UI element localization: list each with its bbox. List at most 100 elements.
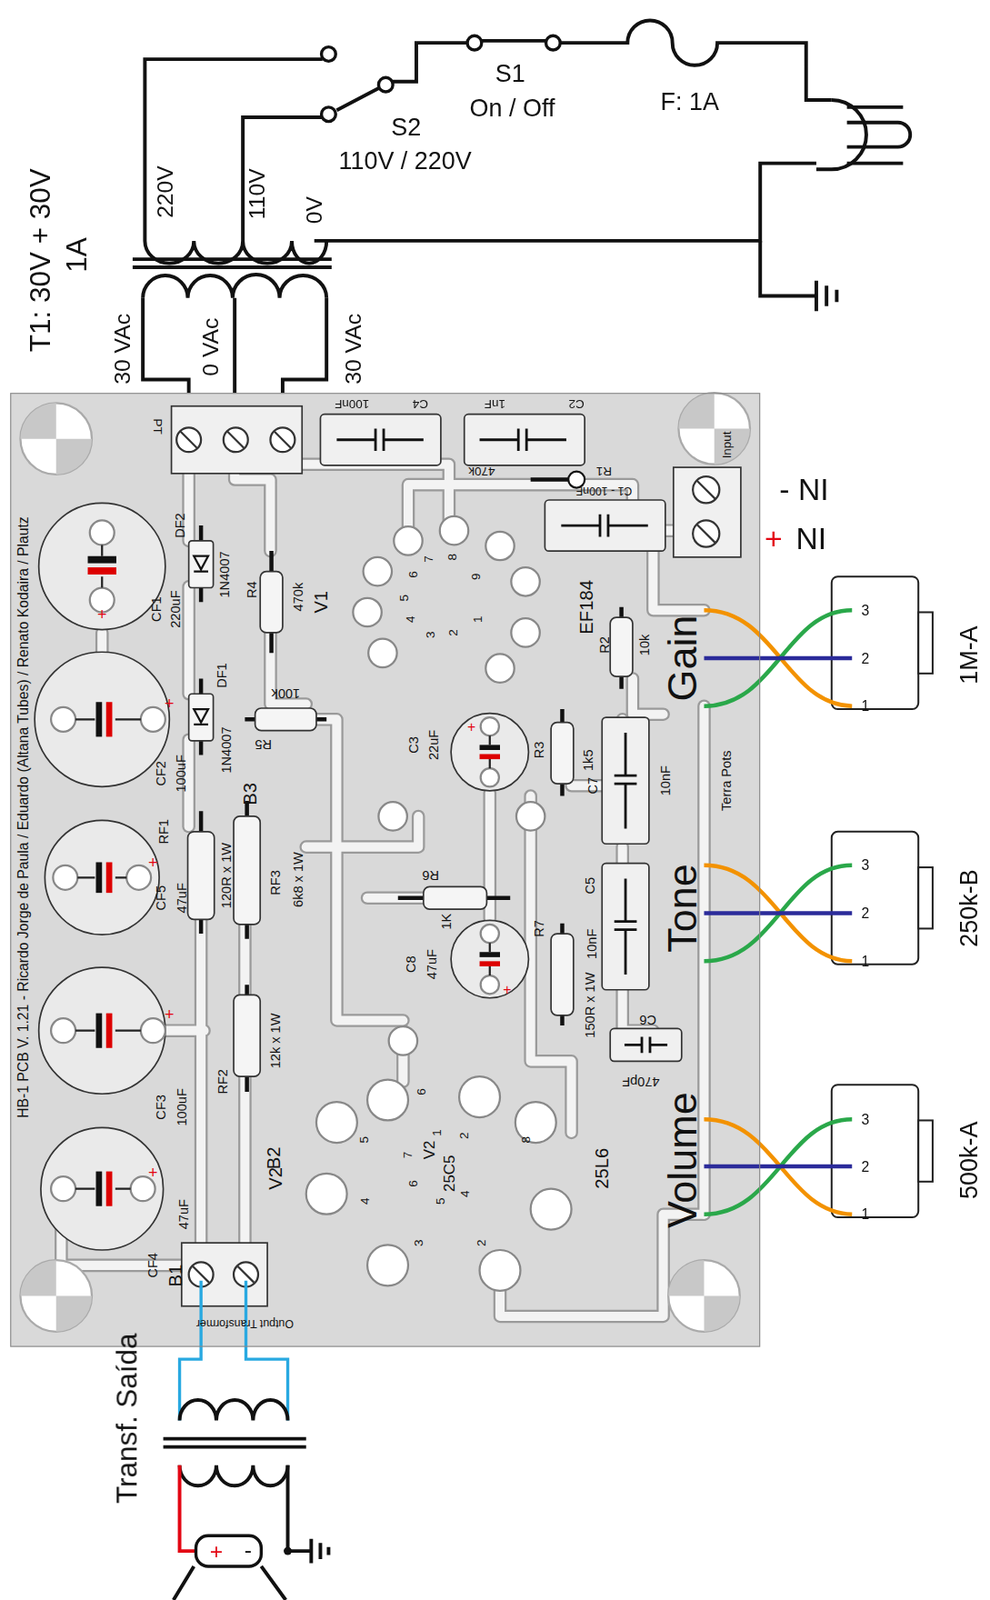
component-label: 1N4007 <box>218 550 232 598</box>
component-label: C8 <box>404 955 419 973</box>
component-label: - NI <box>779 474 829 506</box>
component-label: 22uF <box>427 730 441 760</box>
component-label: R3 <box>531 741 546 760</box>
component-label: 250k-B <box>957 869 982 947</box>
component-label: CF2 <box>154 760 169 787</box>
component-label: Terra Pots <box>720 750 734 811</box>
component-label: Output Transformer <box>196 1318 294 1330</box>
component-label: S2 <box>390 115 421 140</box>
component-label: + <box>210 1540 223 1564</box>
component-label: + <box>467 719 476 734</box>
component-label: 1 <box>471 616 484 624</box>
component-label: 150R x 1W <box>582 972 597 1039</box>
component-label: 4 <box>459 1190 471 1199</box>
component-label: 47uF <box>174 882 189 913</box>
component-label: 9 <box>469 572 481 580</box>
component-label: + <box>164 696 174 713</box>
component-label: 470pF <box>621 1074 660 1089</box>
component-label: R2 <box>597 636 611 654</box>
component-label: CF4 <box>146 1252 160 1279</box>
component-label: 220V <box>153 165 177 219</box>
component-label: S1 <box>495 60 526 86</box>
component-label: RF3 <box>269 870 283 896</box>
component-label: CF5 <box>154 885 169 911</box>
component-label: 6 <box>407 1180 420 1188</box>
component-label: R4 <box>245 580 260 599</box>
component-label: 6k8 x 1W <box>290 851 305 908</box>
component-label: 47uF <box>177 1199 191 1230</box>
pcb-board: HB-1 PCB V. 1.21 - Ricardo Jorge de Paul… <box>10 392 760 1347</box>
component-label: 10k <box>638 634 652 657</box>
component-label: 12k x 1W <box>269 1012 283 1069</box>
component-label: 1 <box>860 699 870 714</box>
component-label: C4 <box>412 398 429 410</box>
component-label: PT <box>151 419 164 435</box>
component-label: On / Off <box>470 96 556 121</box>
component-label: 0 VAc <box>200 318 223 377</box>
component-label: 100nF <box>334 398 370 410</box>
component-label: 3 <box>411 1239 424 1247</box>
component-label: 470k <box>290 582 305 612</box>
component-label: Tone <box>660 863 702 952</box>
component-label: 30 VAc <box>110 313 134 385</box>
component-label: Volume <box>660 1091 702 1229</box>
component-label: R5 <box>254 738 272 752</box>
component-label: 3 <box>860 602 870 618</box>
component-label: 6 <box>407 570 420 579</box>
component-label: 3 <box>860 858 870 873</box>
component-label: + <box>148 855 158 872</box>
component-label: 5 <box>358 1136 370 1144</box>
component-label: C2 <box>569 398 585 410</box>
component-label: 1N4007 <box>220 726 234 773</box>
component-label: 10nF <box>659 765 673 796</box>
component-label: 1 <box>860 953 870 969</box>
component-label: NI <box>796 523 828 555</box>
component-label: C7 <box>586 777 600 795</box>
component-label: 5 <box>398 594 410 602</box>
component-label: 2 <box>458 1132 470 1140</box>
component-label: DF2 <box>172 512 187 539</box>
component-label: 470k <box>468 465 495 478</box>
component-label: + <box>502 982 511 998</box>
component-label: V2 <box>420 1140 437 1160</box>
component-label: 2 <box>860 906 870 921</box>
component-label: + <box>164 1007 174 1024</box>
component-label: F: 1A <box>660 90 720 115</box>
component-label: 120R x 1W <box>220 842 234 909</box>
component-label: 7 <box>422 555 435 563</box>
component-label: 25L6 <box>592 1148 611 1190</box>
component-label: RF2 <box>215 1069 230 1095</box>
component-label: C6 <box>639 1013 657 1028</box>
component-label: 8 <box>446 553 459 561</box>
component-label: R6 <box>421 869 440 883</box>
component-label: 7 <box>401 1151 414 1160</box>
component-label: Input <box>720 430 732 459</box>
component-label: + <box>148 1165 158 1182</box>
component-label: 100uF <box>173 754 188 792</box>
component-label: 1 <box>430 1129 443 1137</box>
component-label: Gain <box>660 615 702 702</box>
component-label: 5 <box>434 1197 447 1205</box>
component-label: 4 <box>359 1197 371 1205</box>
component-label: 47uF <box>424 949 439 980</box>
credit-text: HB-1 PCB V. 1.21 - Ricardo Jorge de Paul… <box>16 516 31 1119</box>
component-label: 100k <box>270 687 300 701</box>
component-label: CF3 <box>154 1094 169 1120</box>
component-label: B1 <box>166 1264 185 1288</box>
component-label: 1K <box>439 913 453 930</box>
component-label: CF1 <box>149 596 163 622</box>
component-label: T1: 30V + 30V <box>26 168 55 352</box>
component-label: C3 <box>406 736 420 754</box>
component-label: 110V <box>246 168 270 220</box>
component-label: DF1 <box>214 662 229 689</box>
component-label: 1M-A <box>957 625 982 684</box>
component-label: 2 <box>860 1159 870 1174</box>
component-label: B2 <box>264 1147 283 1170</box>
component-label: 100uF <box>174 1088 189 1126</box>
component-label: R7 <box>531 920 546 938</box>
component-label: 30 VAc <box>342 313 366 385</box>
component-label: 1A <box>63 237 92 272</box>
component-label: 1 <box>860 1207 870 1222</box>
component-label: V1 <box>311 590 330 614</box>
